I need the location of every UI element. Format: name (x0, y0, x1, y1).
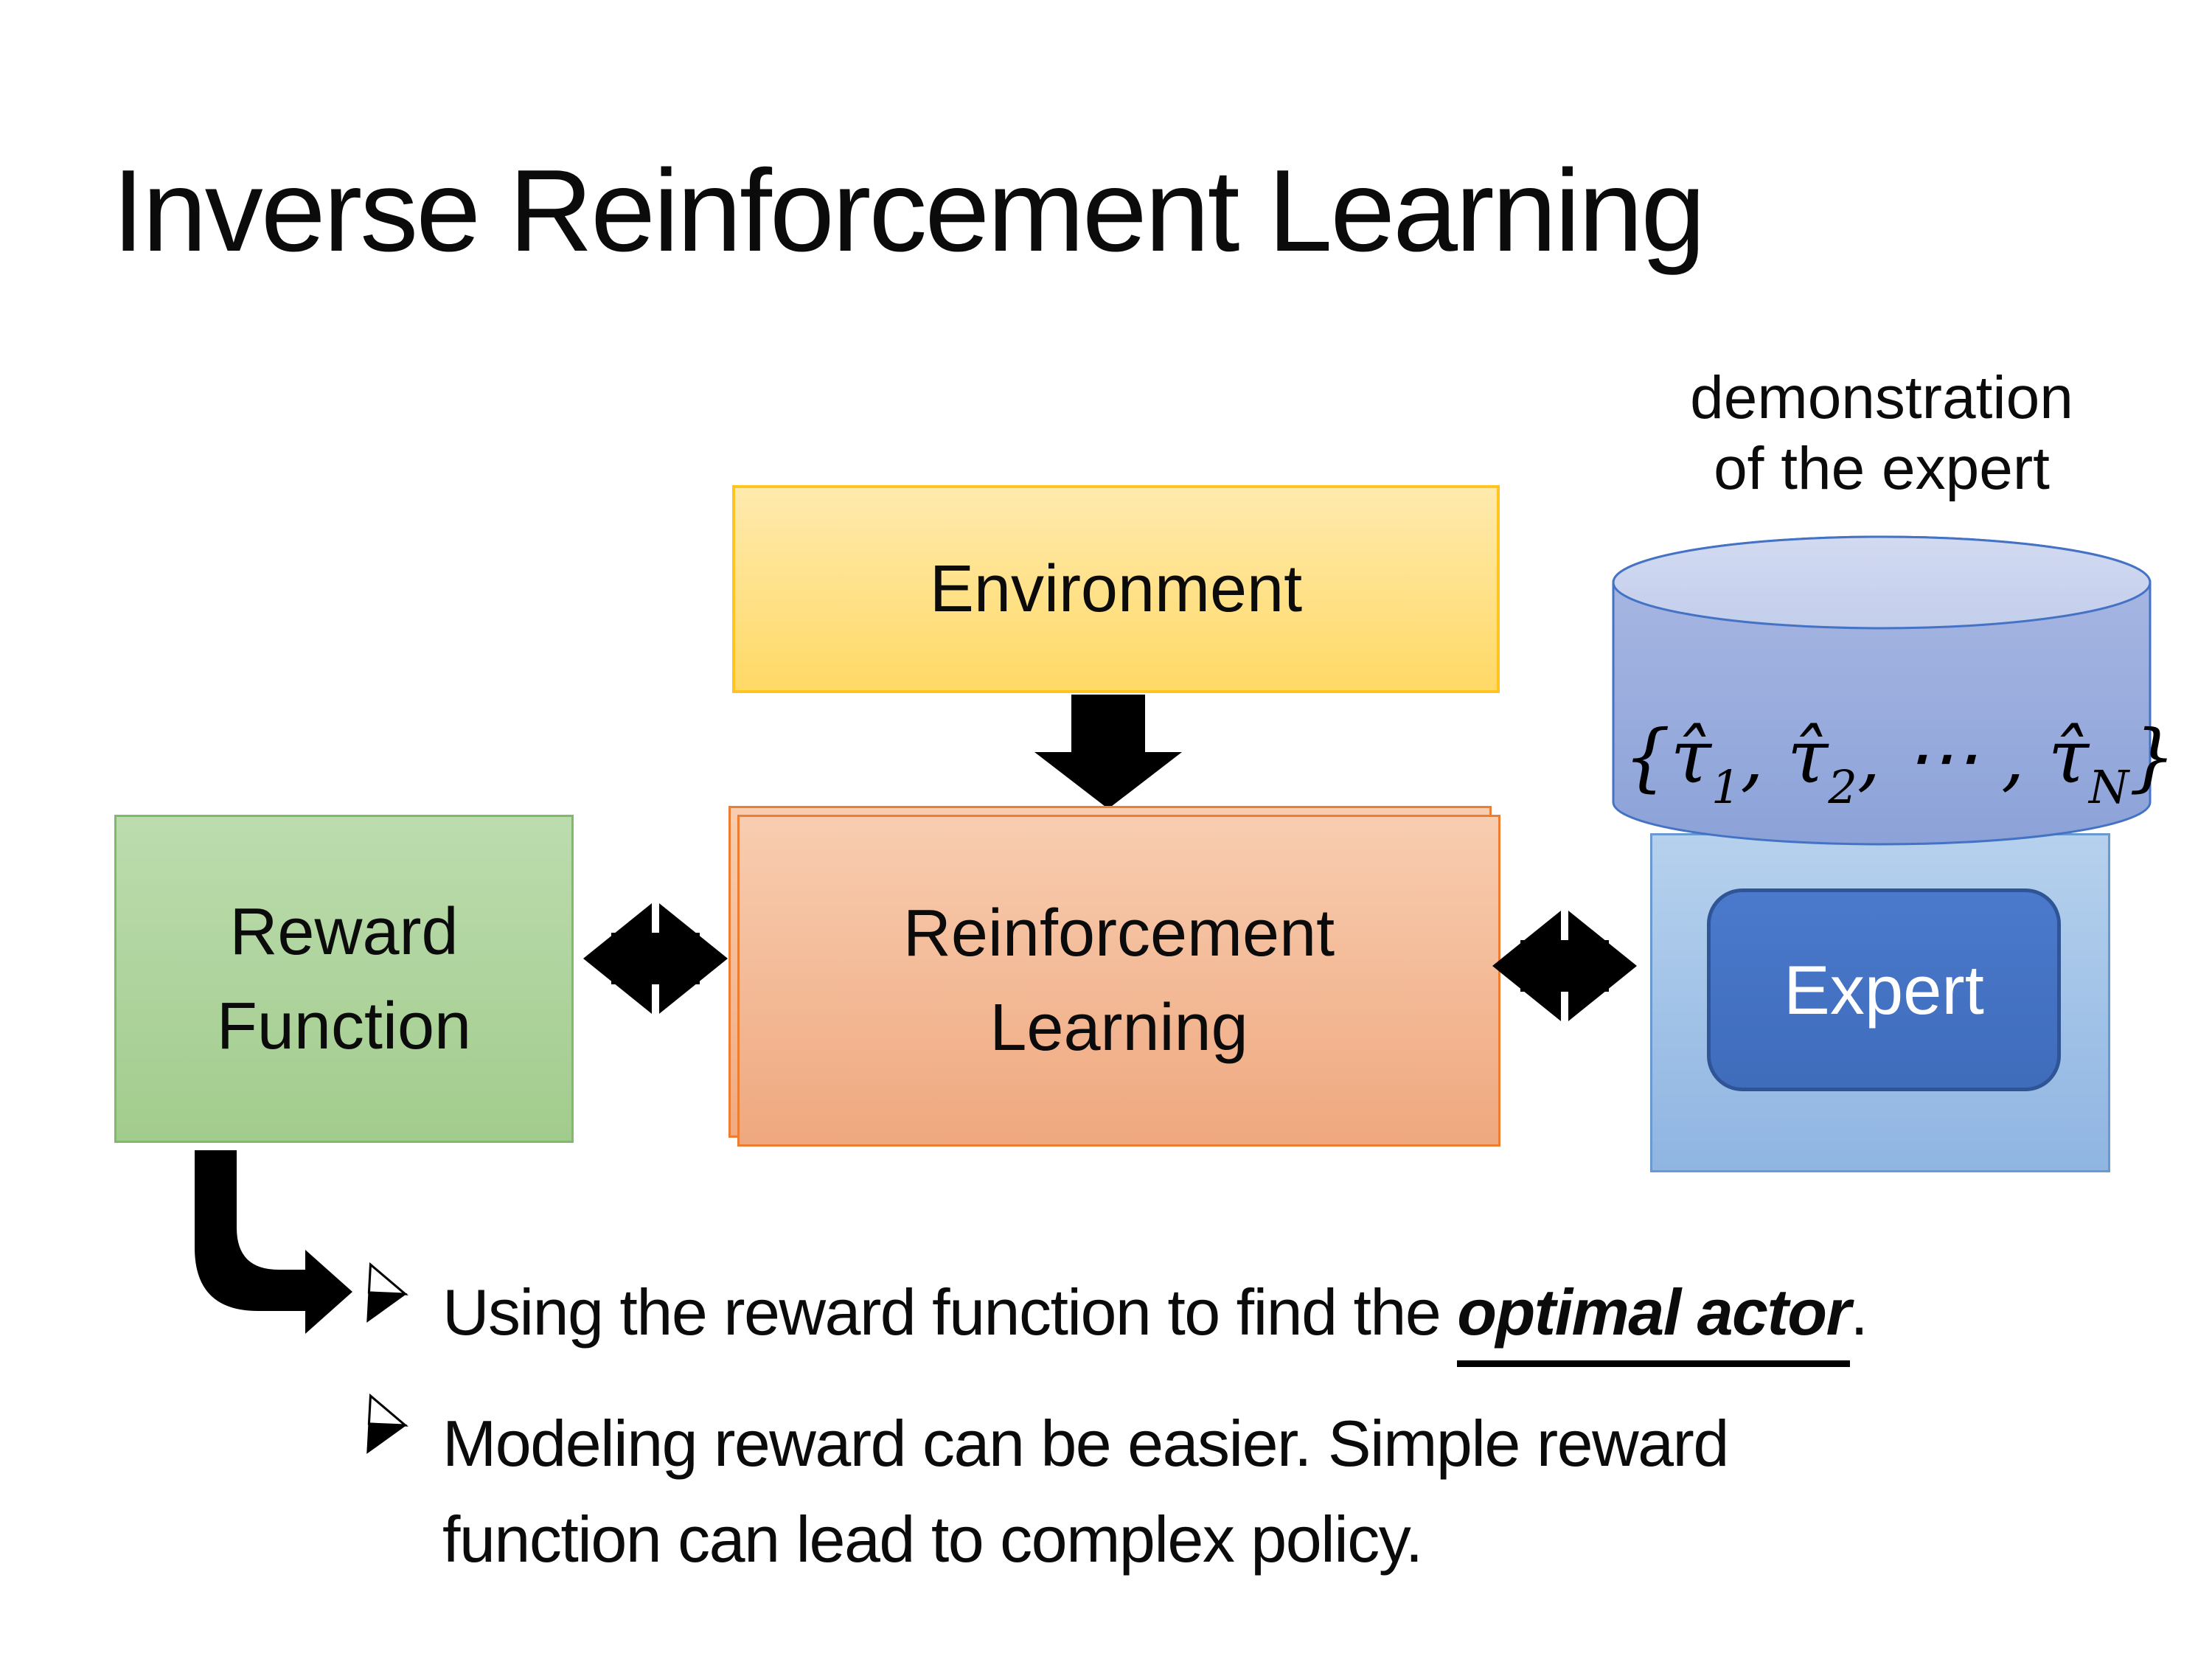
trajectory-set-label: {τ̂1, τ̂2, ⋯ , τ̂N} (1624, 714, 2176, 810)
environment-box: Environment (732, 485, 1500, 693)
formula-separator-2: , ⋯ , (1857, 714, 2048, 800)
reinforcement-learning-label-line1: Reinforcement (902, 897, 1335, 970)
bullet-arrowhead-icon (366, 1394, 408, 1454)
bullet-arrowhead-icon (366, 1262, 408, 1323)
expert-label: Expert (1784, 950, 1984, 1029)
bullet-1-suffix: . (1850, 1276, 1868, 1349)
formula-tau-2: τ̂ (1787, 714, 1829, 800)
reward-function-label-line1: Reward (229, 894, 459, 969)
formula-separator-1: , (1740, 714, 1787, 800)
bullet-item-2: Modeling reward can be easier. Simple re… (442, 1396, 1729, 1587)
environment-label: Environment (929, 552, 1303, 626)
bullet-item-1: Using the reward function to find the op… (442, 1265, 1868, 1367)
double-arrow-left-icon (583, 903, 728, 1014)
double-arrow-right-icon (1492, 911, 1637, 1021)
elbow-arrow-icon (195, 1150, 352, 1334)
formula-tau-n: τ̂ (2048, 714, 2090, 800)
bullet-1-emphasis: optimal actor (1457, 1276, 1851, 1367)
formula-sub-n: N (2089, 760, 2129, 814)
formula-close-brace: } (2129, 714, 2176, 800)
formula-sub-2: 2 (1828, 760, 1857, 814)
formula-tau-1: τ̂ (1670, 714, 1711, 800)
demonstration-label-line1: demonstration (1690, 364, 2073, 431)
formula-sub-1: 1 (1711, 760, 1741, 814)
down-arrow-icon (1034, 695, 1182, 809)
demonstration-label: demonstration of the expert (1624, 363, 2140, 504)
reinforcement-learning-box: Reinforcement Learning (737, 815, 1500, 1147)
database-cylinder-icon (1612, 535, 2152, 846)
reinforcement-learning-label-line2: Learning (990, 991, 1248, 1065)
page-title: Inverse Reinforcement Learning (112, 146, 1705, 276)
formula-open-brace: { (1624, 714, 1671, 800)
demonstration-label-line2: of the expert (1714, 435, 2050, 502)
bullet-2-line1: Modeling reward can be easier. Simple re… (442, 1407, 1729, 1480)
reward-function-label-line2: Function (216, 989, 472, 1063)
expert-box: Expert (1707, 888, 2061, 1091)
reward-function-box: Reward Function (114, 815, 574, 1143)
bullet-2-line2: function can lead to complex policy. (442, 1503, 1423, 1576)
bullet-1-text: Using the reward function to find the (442, 1276, 1458, 1349)
